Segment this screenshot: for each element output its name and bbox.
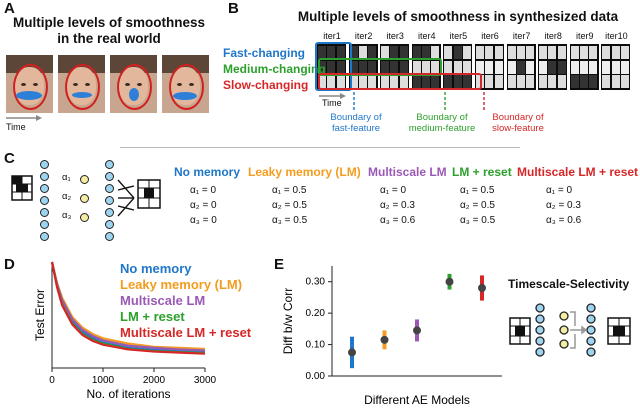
iteration-label: iter2 — [354, 31, 373, 41]
y-axis-label: Diff b/w Corr — [281, 288, 295, 354]
network-schematic — [11, 175, 161, 217]
panel-a-title-line1: Multiple levels of smoothness — [12, 15, 206, 30]
alpha1-label: α₁ — [62, 172, 71, 183]
time-label-b: Time — [322, 98, 342, 108]
legend-entry: Leaky memory (LM) — [120, 277, 243, 292]
iteration-frame — [443, 44, 473, 90]
legend-entry: Multiscale LM — [120, 293, 206, 308]
y-tick-label: 0.10 — [306, 340, 326, 351]
panel-a-title: Multiple levels of smoothness in the rea… — [2, 15, 216, 47]
iteration-frame — [506, 44, 536, 90]
iteration-label: iter9 — [576, 31, 594, 41]
x-axis-label: Different AE Models — [364, 393, 470, 407]
iteration-label: iter10 — [605, 31, 628, 41]
time-arrow-a — [6, 115, 42, 121]
iteration-frame — [348, 44, 378, 90]
iteration-label: iter7 — [512, 31, 531, 41]
legend-slow-changing: Slow-changing — [223, 78, 309, 92]
x-tick-label: 0 — [49, 375, 55, 386]
time-arrow-b — [319, 93, 346, 99]
model-title: LM + reset — [452, 165, 512, 179]
iteration-label: iter6 — [481, 31, 499, 41]
model-title: Leaky memory (LM) — [248, 165, 361, 179]
x-tick-label: 2000 — [143, 375, 166, 386]
x-tick-label: 3000 — [194, 375, 217, 386]
alpha3-label: α₃ — [62, 210, 72, 221]
model-title: Multiscale LM — [368, 165, 447, 179]
iteration-frame — [380, 44, 410, 90]
timescale-selectivity-title: Timescale-Selectivity — [508, 277, 630, 291]
iteration-label: iter1 — [323, 31, 341, 41]
time-label-a: Time — [6, 122, 26, 132]
y-axis-label: Test Error — [33, 289, 47, 341]
face-image-4 — [162, 55, 209, 113]
iteration-label: iter3 — [386, 31, 404, 41]
model-title: Multiscale LM + reset — [517, 165, 639, 179]
y-tick-label: 0.20 — [306, 308, 326, 319]
iteration-frame — [569, 44, 599, 90]
divider — [120, 147, 520, 148]
iteration-frame — [475, 44, 504, 90]
iteration-frame — [601, 44, 631, 90]
panel-b-title: Multiple levels of smoothness in synthes… — [297, 9, 619, 24]
legend-fast-changing: Fast-changing — [223, 46, 306, 60]
y-tick-label: 0.00 — [306, 371, 326, 382]
legend-medium-changing: Medium-changing — [223, 62, 326, 76]
panel-a-letter: A — [4, 0, 15, 17]
panel-e-letter: E — [274, 256, 285, 273]
alpha2-label: α₂ — [62, 191, 72, 202]
data-point — [348, 348, 356, 357]
iteration-label: iter5 — [449, 31, 468, 41]
data-point — [380, 335, 389, 344]
legend-entry: Multiscale LM + reset — [120, 325, 252, 340]
iteration-label: iter4 — [418, 31, 436, 41]
slow-highlight-box — [318, 73, 482, 90]
data-point — [478, 284, 486, 292]
iteration-frame — [538, 44, 568, 90]
panel-d-letter: D — [4, 256, 15, 273]
series-line — [50, 261, 206, 355]
legend-entry: LM + reset — [120, 309, 185, 324]
face-image-3 — [110, 55, 157, 113]
data-point — [445, 277, 454, 286]
panel-c-letter: C — [4, 150, 15, 167]
iteration-frame — [411, 44, 441, 90]
fast-highlight-box — [315, 42, 352, 91]
iteration-label: iter8 — [544, 31, 562, 41]
y-tick-label: 0.30 — [306, 277, 326, 288]
data-point — [413, 326, 421, 335]
x-tick-label: 1000 — [92, 375, 115, 386]
iteration-frame — [317, 44, 346, 90]
face-image-2 — [58, 55, 105, 113]
face-image-1 — [6, 55, 53, 113]
medium-highlight-box — [318, 58, 442, 76]
model-title: No memory — [174, 165, 241, 179]
legend-entry: No memory — [120, 261, 192, 276]
panel-a-title-line2: in the real world — [57, 31, 161, 46]
x-axis-label: No. of iterations — [86, 387, 170, 401]
panel-b-letter: B — [228, 0, 239, 17]
timescale-schematic — [509, 303, 631, 357]
boundary-lines — [353, 92, 485, 112]
